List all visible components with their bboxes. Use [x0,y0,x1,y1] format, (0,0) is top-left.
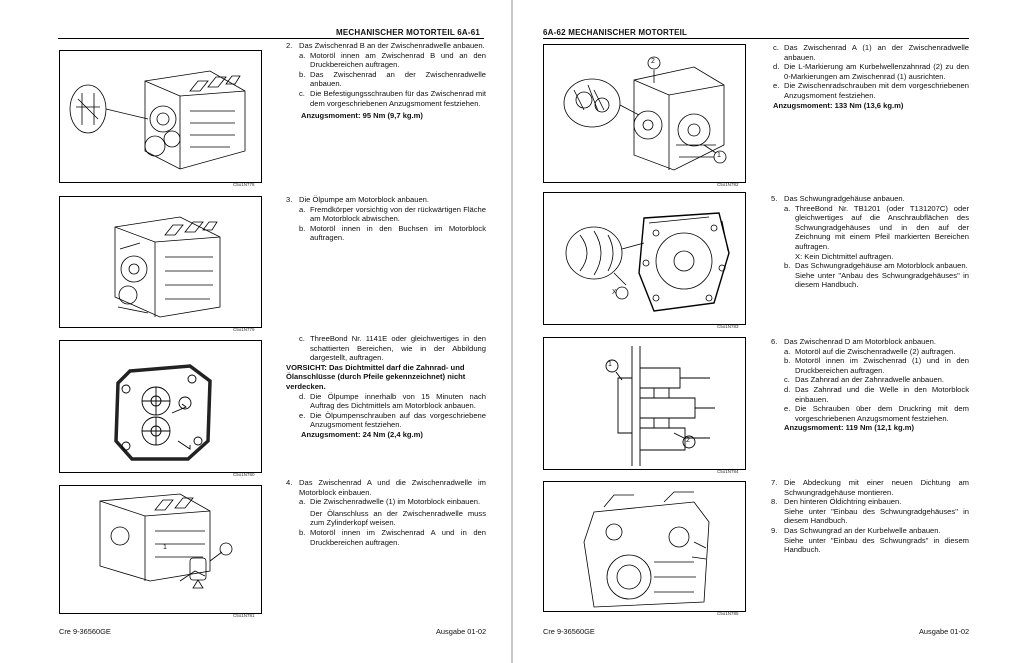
step-6d: d.Das Zahnrad und die Welle in den Motor… [784,384,969,404]
footer-doc-code: Cre 9-36560GE [543,627,595,636]
step-4a: a.Die Zwischenradwelle (1) im Motorblock… [299,497,481,507]
left-steps-3c: c.ThreeBond Nr. 1141E oder gleichwertige… [286,334,486,440]
figure-code: C5o1N785 [717,611,739,616]
callout-1: 1 [717,152,721,159]
step-5a: a.ThreeBond Nr. TB1201 (oder T131207C) o… [784,203,969,251]
step-2a: a.Motoröl innen am Zwischenrad B und an … [299,50,486,70]
step-2c: c.Die Befestigungsschrauben für das Zwis… [299,88,486,108]
left-steps-3: 3.Die Ölpumpe am Motorblock anbauen. a.F… [286,195,486,243]
right-steps-4: c.Das Zwischenrad A (1) an der Zwischenr… [773,43,969,110]
right-steps-7-9: 7.Die Abdeckung mit einer neuen Dichtung… [771,478,969,555]
step-3d: d.Die Ölpumpe innerhalb von 15 Minuten n… [299,391,486,411]
step-8: 8.Den hinteren Öldichtring einbauen. [771,497,902,507]
figure-code: C5o1N780 [233,472,255,477]
step-3a: a.Fremdkörper vorsichtig von der rückwär… [299,204,486,224]
caution-note: VORSICHT: Das Dichtmittel darf die Zahnr… [286,362,466,391]
figure-idler-shaft [59,485,262,614]
header-rule [58,38,484,39]
figure-code: C5o1N779 [233,327,255,332]
step-6a: a.Motoröl auf die Zwischenradwelle (2) a… [784,346,956,356]
torque-spec: Anzugsmoment: 24 Nm (2,4 kg.m) [301,429,423,439]
figure-oil-pump-sealant [59,340,262,473]
step-2: 2.Das Zwischenrad B an der Zwischenradwe… [286,41,485,50]
step-4c: c.Das Zwischenrad A (1) an der Zwischenr… [773,43,969,62]
footer-edition: Ausgabe 01-02 [919,627,970,636]
torque-spec: Anzugsmoment: 95 Nm (9,7 kg.m) [301,111,423,121]
page-spine [511,0,513,663]
figure-code: C5o1N784 [717,469,739,474]
step-5b-note: Siehe unter "Anbau des Schwungradgehäuse… [795,270,969,290]
figure-code: C5o1N783 [717,324,739,329]
step-6: 6.Das Zwischenrad D am Motorblock anbaue… [771,337,936,346]
step-7: 7.Die Abdeckung mit einer neuen Dichtung… [771,478,969,497]
figure-idler-gear-a [543,44,746,183]
step-9: 9.Das Schwungrad an der Kurbelwelle anba… [771,525,941,535]
step-9-note: Siehe unter "Einbau des Schwungrads" in … [784,535,969,555]
step-4: 4.Das Zwischenrad A und die Zwischenradw… [286,478,486,497]
left-steps: 2.Das Zwischenrad B an der Zwischenradwe… [286,41,486,121]
step-5a-note: X: Kein Dichtmittel auftragen. [795,251,894,261]
step-6b: b.Motoröl innen im Zwischenrad (1) und i… [784,356,969,375]
right-steps-6: 6.Das Zwischenrad D am Motorblock anbaue… [771,337,969,433]
step-6c: c.Das Zahnrad an der Zahnradwelle anbaue… [784,375,945,385]
step-5b: b.Das Schwungradgehäuse am Motorblock an… [784,261,968,271]
figure-flywheel-housing [543,192,746,325]
figure-idler-gear-b [59,50,262,183]
callout-2: 2 [686,437,690,444]
footer-edition: Ausgabe 01-02 [436,627,487,636]
right-page-header: 6A-62 MECHANISCHER MOTORTEIL [543,28,688,37]
callout-1: 1 [163,544,167,551]
torque-spec: Anzugsmoment: 133 Nm (13,6 kg.m) [773,100,904,110]
step-3c: c.ThreeBond Nr. 1141E oder gleichwertige… [299,334,486,363]
callout-1: 1 [608,361,612,368]
header-rule [543,38,969,39]
figure-code: C5o1N778 [233,182,255,187]
step-4a-note: Der Ölanschluss an der Zwischenradwelle … [310,508,486,528]
step-5: 5.Das Schwungradgehäuse anbauen. [771,194,905,203]
step-4b: b.Motoröl innen im Zwischenrad A und in … [299,527,486,547]
step-6e: e.Die Schrauben über dem Druckring mit d… [784,404,969,423]
footer-doc-code: Cre 9-36560GE [59,627,111,636]
figure-code: C5o1N781 [233,613,255,618]
step-3: 3.Die Ölpumpe am Motorblock anbauen. [286,195,430,204]
step-4d: d.Die L-Markierung am Kurbelwellenzahnra… [773,62,969,81]
step-8-note: Siehe unter "Einbau des Schwungradgehäus… [784,506,969,526]
step-3b: b.Motoröl innen in den Buchsen im Motorb… [299,223,486,243]
callout-x: X [612,289,617,296]
right-page: 6A-62 MECHANISCHER MOTORTEIL 2 1 C5o1N78… [513,0,1024,663]
left-page: MECHANISCHER MOTORTEIL 6A-61 C5o1N778 C5 [0,0,511,663]
step-3e: e.Die Ölpumpenschrauben auf das vorgesch… [299,410,486,430]
torque-spec: Anzugsmoment: 119 Nm (12,1 kg.m) [784,423,914,433]
callout-2: 2 [651,58,655,65]
figure-flywheel-rear [543,481,746,612]
left-page-header: MECHANISCHER MOTORTEIL 6A-61 [336,28,480,37]
figure-idler-gear-d [543,337,746,470]
right-steps-5: 5.Das Schwungradgehäuse anbauen. a.Three… [771,194,969,290]
left-steps-4: 4.Das Zwischenrad A und die Zwischenradw… [286,478,486,547]
figure-oil-pump-block [59,196,262,328]
step-2b: b.Das Zwischenrad an der Zwischenradwell… [299,69,486,89]
figure-code: C5o1N782 [717,182,739,187]
step-4e: e.Die Zwischenradschrauben mit dem vorge… [773,81,969,100]
